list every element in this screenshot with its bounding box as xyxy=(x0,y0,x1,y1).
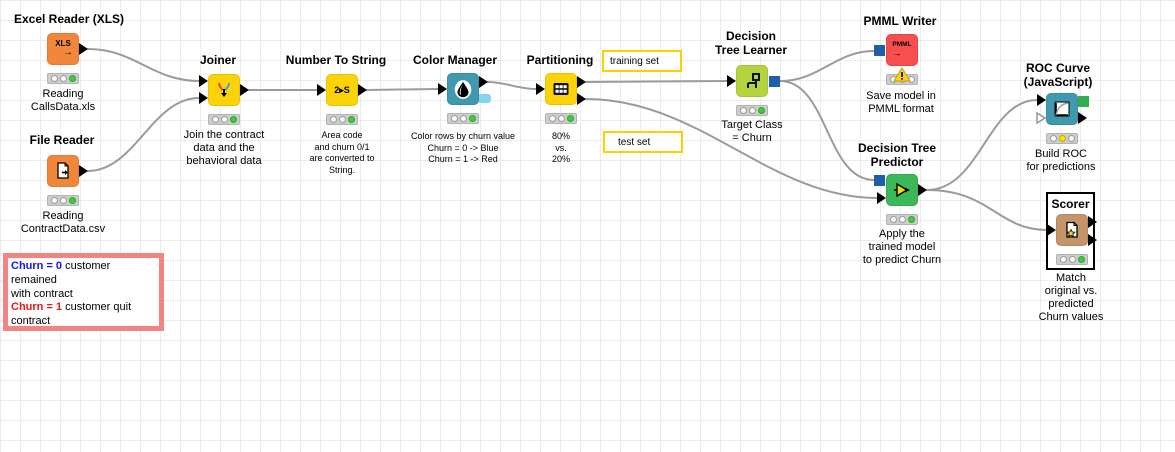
partitioning-node-body[interactable] xyxy=(545,73,577,105)
model-input-port[interactable] xyxy=(874,45,885,56)
status-traffic-light xyxy=(1056,254,1088,265)
number-to-string-icon: 2▸S xyxy=(334,84,350,95)
output-port-top[interactable] xyxy=(577,76,586,88)
input-port[interactable] xyxy=(536,83,545,95)
decision-tree-learner-node-body[interactable] xyxy=(736,65,768,97)
wire-partitioning-to-learner[interactable] xyxy=(585,80,728,83)
output-port-top[interactable] xyxy=(1088,216,1097,228)
node-title: Color Manager xyxy=(412,53,498,67)
node-label: Reading CallsData.xls xyxy=(30,88,96,113)
node-label: Save model in PMML format xyxy=(866,90,936,115)
color-droplet-icon xyxy=(454,80,472,99)
optional-input-port[interactable] xyxy=(1036,112,1046,124)
data-input-port[interactable] xyxy=(1037,94,1046,106)
output-port[interactable] xyxy=(79,43,88,55)
training-set-label: training set xyxy=(610,55,659,67)
color-manager-node-body[interactable] xyxy=(447,73,479,105)
node-label: Area code and churn 0/1 are converted to… xyxy=(309,130,375,176)
data-input-port[interactable] xyxy=(877,192,886,204)
status-traffic-light xyxy=(1046,133,1078,144)
annotation-line-churn0: Churn = 0 customer remained with contrac… xyxy=(11,260,111,300)
joiner-icon xyxy=(218,82,230,97)
output-port-bottom[interactable] xyxy=(1088,234,1097,246)
file-reader-node-body[interactable] xyxy=(47,155,79,187)
wire-numbertostring-to-colormanager[interactable] xyxy=(366,88,439,91)
annotation-line-churn1: Churn = 1 customer quit contract xyxy=(11,301,132,327)
node-label: Build ROC for predictions xyxy=(1026,148,1096,173)
node-title: Decision Tree Predictor xyxy=(857,141,937,169)
node-label: Target Class = Churn xyxy=(721,119,783,144)
output-port[interactable] xyxy=(358,84,367,96)
color-settings-port[interactable] xyxy=(479,94,491,103)
wire-excel-to-joiner[interactable] xyxy=(87,48,200,82)
node-title: Joiner xyxy=(199,53,237,67)
input-port[interactable] xyxy=(727,75,736,87)
node-label: Match original vs. predicted Churn value… xyxy=(1038,272,1104,323)
output-port[interactable] xyxy=(918,184,927,196)
wire-file-to-joiner[interactable] xyxy=(87,97,200,172)
model-input-port[interactable] xyxy=(874,175,885,186)
xls-icon: XLS → xyxy=(55,39,73,58)
workflow-annotation[interactable]: Churn = 0 customer remained with contrac… xyxy=(3,253,164,331)
node-title: Decision Tree Learner xyxy=(714,29,788,57)
file-icon xyxy=(57,162,69,179)
node-title: Number To String xyxy=(285,53,387,67)
wire-colormanager-to-partitioning[interactable] xyxy=(487,81,537,90)
partition-table-icon xyxy=(553,83,569,95)
output-port-bottom[interactable] xyxy=(577,93,586,105)
input-port[interactable] xyxy=(317,84,326,96)
test-set-label: test set xyxy=(618,136,651,148)
input-port[interactable] xyxy=(438,83,447,95)
output-port[interactable] xyxy=(79,165,88,177)
wire-predictor-to-roc[interactable] xyxy=(926,99,1038,191)
roc-chart-icon xyxy=(1054,101,1070,117)
output-port[interactable] xyxy=(479,76,488,88)
status-traffic-light xyxy=(886,214,918,225)
node-label: Apply the trained model to predict Churn xyxy=(862,228,942,266)
status-traffic-light xyxy=(47,73,79,84)
node-label: Join the contract data and the behaviora… xyxy=(183,129,265,167)
model-output-port[interactable] xyxy=(769,76,780,87)
warning-icon xyxy=(893,67,911,82)
joiner-node-body[interactable] xyxy=(208,74,240,106)
status-traffic-light xyxy=(447,113,479,124)
annotation-test-set[interactable]: test set xyxy=(603,131,683,153)
decision-tree-predictor-node-body[interactable] xyxy=(886,174,918,206)
node-title: Excel Reader (XLS) xyxy=(13,12,125,26)
status-traffic-light xyxy=(208,114,240,125)
node-title: Scorer xyxy=(1051,197,1090,211)
node-label: Color rows by churn value Churn = 0 -> B… xyxy=(410,131,516,165)
predictor-play-icon xyxy=(894,182,910,198)
excel-reader-node-body[interactable]: XLS → xyxy=(47,33,79,65)
wire-partitioning-to-predictor[interactable] xyxy=(585,98,878,199)
status-traffic-light xyxy=(545,113,577,124)
number-to-string-node-body[interactable]: 2▸S xyxy=(326,74,358,106)
node-title: PMML Writer xyxy=(863,14,937,28)
data-output-port[interactable] xyxy=(1078,112,1087,124)
node-title: File Reader xyxy=(29,133,95,147)
image-output-port[interactable] xyxy=(1078,96,1089,107)
output-port[interactable] xyxy=(240,84,249,96)
scorer-document-star-icon xyxy=(1066,221,1078,238)
node-title: ROC Curve (JavaScript) xyxy=(1023,61,1093,89)
wire-learner-to-predictor[interactable] xyxy=(779,80,875,181)
pmml-icon: PMML → xyxy=(892,41,912,58)
scorer-node-body[interactable] xyxy=(1056,214,1088,246)
node-label: Reading ContractData.csv xyxy=(20,210,106,235)
input-port-bottom[interactable] xyxy=(199,92,208,104)
wire-learner-to-pmmlwriter[interactable] xyxy=(779,50,875,82)
annotation-training-set[interactable]: training set xyxy=(602,50,682,72)
pmml-writer-node-body[interactable]: PMML → xyxy=(886,34,918,66)
wire-predictor-to-scorer[interactable] xyxy=(926,189,1048,231)
decision-tree-icon xyxy=(747,73,760,88)
status-traffic-light xyxy=(326,114,358,125)
status-traffic-light xyxy=(736,105,768,116)
roc-curve-node-body[interactable] xyxy=(1046,93,1078,125)
input-port-top[interactable] xyxy=(199,75,208,87)
node-title: Partitioning xyxy=(526,53,594,67)
input-port[interactable] xyxy=(1047,224,1056,236)
status-traffic-light xyxy=(47,195,79,206)
node-label: 80% vs. 20% xyxy=(551,131,571,165)
